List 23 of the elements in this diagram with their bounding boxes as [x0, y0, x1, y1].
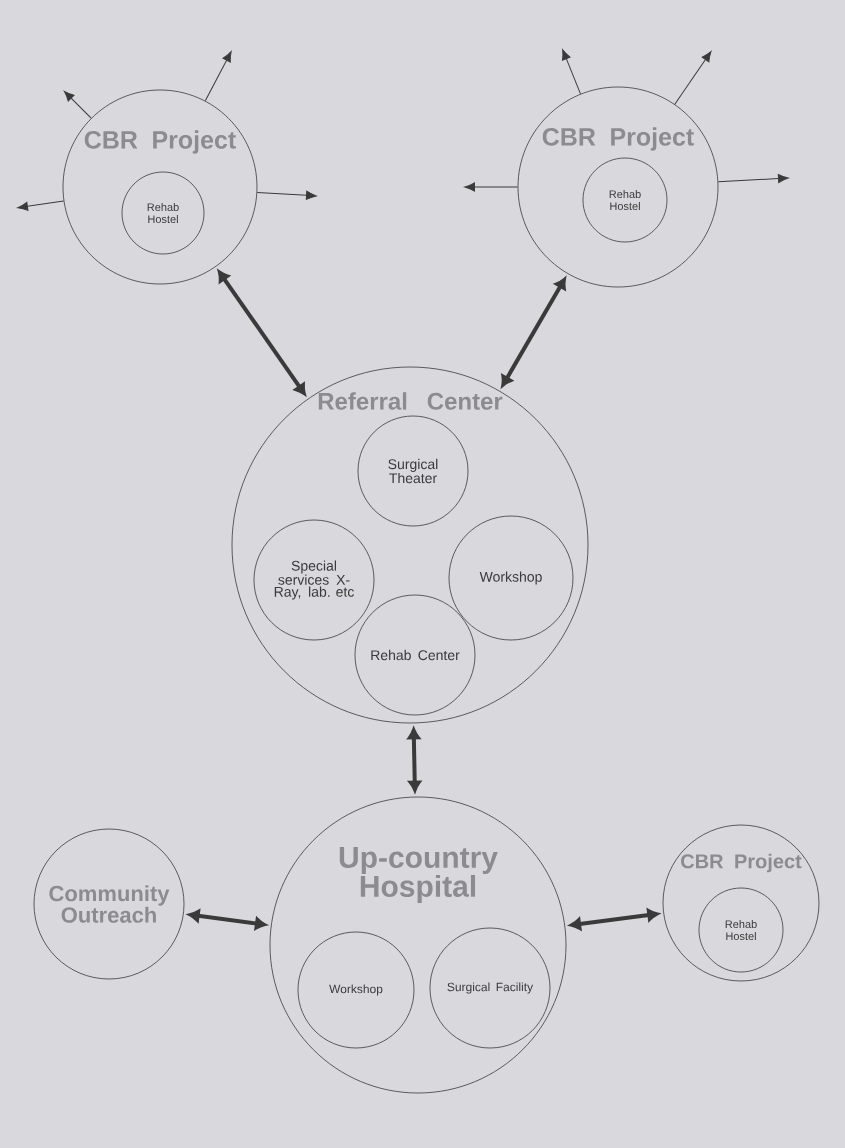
circle-node: Surgical Theater [357, 415, 469, 527]
arrow [63, 90, 92, 119]
circle-node: Workshop [297, 931, 415, 1049]
circle-node: Workshop [448, 515, 574, 641]
circle-node: Community Outreach [33, 828, 185, 980]
arrow [188, 909, 267, 930]
circle-node: Surgical Facility [429, 927, 551, 1049]
arrow [256, 190, 317, 200]
arrow [674, 51, 712, 105]
arrow [17, 200, 65, 211]
arrow [717, 174, 789, 184]
circle-node: Rehab Hostel [582, 157, 668, 243]
circle-node: Rehab Hostel [121, 171, 205, 255]
arrow [569, 908, 659, 931]
arrow [407, 727, 421, 793]
circle-node: Rehab Center [354, 594, 476, 716]
circle-node: Rehab Hostel [698, 887, 784, 973]
arrow [217, 270, 306, 396]
arrow [562, 49, 581, 95]
arrow [501, 277, 566, 388]
arrow [204, 51, 232, 102]
arrow [464, 182, 519, 192]
circle-node: Special services X-Ray, lab. etc [253, 519, 375, 641]
